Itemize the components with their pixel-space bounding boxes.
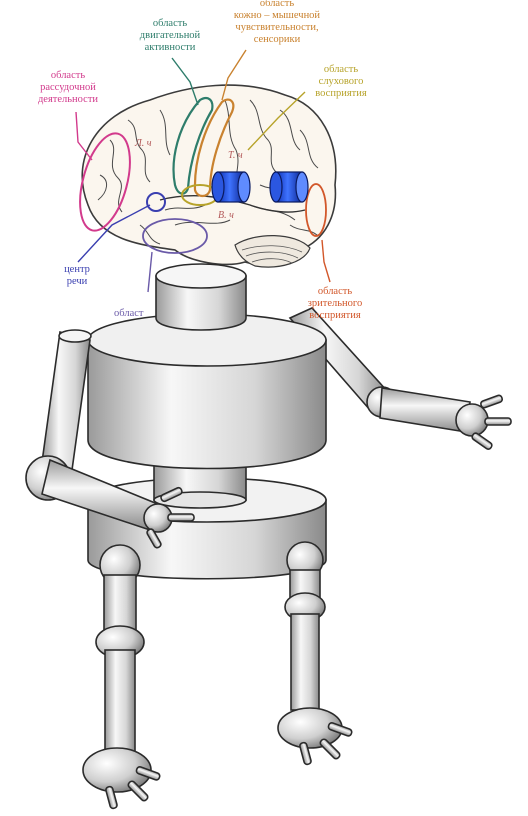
- visual-label-line-3: восприятия: [290, 310, 380, 322]
- sensory-label-line-4: сенсорики: [212, 34, 342, 46]
- visual-leader: [322, 240, 330, 282]
- thinking-label-line-2: рассудочной: [28, 82, 108, 94]
- right-shin: [291, 614, 319, 710]
- neck-top: [156, 264, 246, 288]
- robot-body: [26, 264, 511, 809]
- left-upper-arm: [42, 332, 90, 470]
- motor-label-line-2: двигательной: [120, 30, 220, 42]
- svg-text:Л. ч: Л. ч: [134, 138, 152, 149]
- speech-label-line-2: речи: [52, 276, 102, 288]
- thinking-label-line-1: область: [28, 70, 108, 82]
- right-eye: [270, 172, 308, 202]
- auditory-area-label: область слухового восприятия: [296, 64, 386, 100]
- motor-area-label: область двигательной активности: [120, 18, 220, 54]
- visual-area-label: область зрительного восприятия: [290, 286, 380, 322]
- right-hand: [456, 404, 488, 436]
- left-shin: [105, 650, 135, 752]
- visual-label-line-2: зрительного: [290, 298, 380, 310]
- sensory-label-line-2: кожно – мышечной: [212, 10, 342, 22]
- motor-label-line-1: область: [120, 18, 220, 30]
- auditory-label-line-3: восприятия: [296, 88, 386, 100]
- speech-label-line-1: центр: [52, 264, 102, 276]
- svg-text:В. ч: В. ч: [218, 210, 234, 221]
- partial-leader: [148, 252, 152, 292]
- svg-text:Т. ч: Т. ч: [228, 150, 243, 161]
- thinking-label-line-3: деятельности: [28, 94, 108, 106]
- auditory-label-line-2: слухового: [296, 76, 386, 88]
- thinking-area-label: область рассудочной деятельности: [28, 70, 108, 106]
- sensory-label-line-3: чувствительности,: [212, 22, 342, 34]
- sensory-area-label: область кожно – мышечной чувствительност…: [212, 0, 342, 46]
- partial-area-label: област: [114, 308, 154, 320]
- visual-label-line-1: область: [290, 286, 380, 298]
- auditory-label-line-1: область: [296, 64, 386, 76]
- speech-center-label: центр речи: [52, 264, 102, 288]
- motor-label-line-3: активности: [120, 42, 220, 54]
- left-eye: [212, 172, 250, 202]
- sensory-label-line-1: область: [212, 0, 342, 10]
